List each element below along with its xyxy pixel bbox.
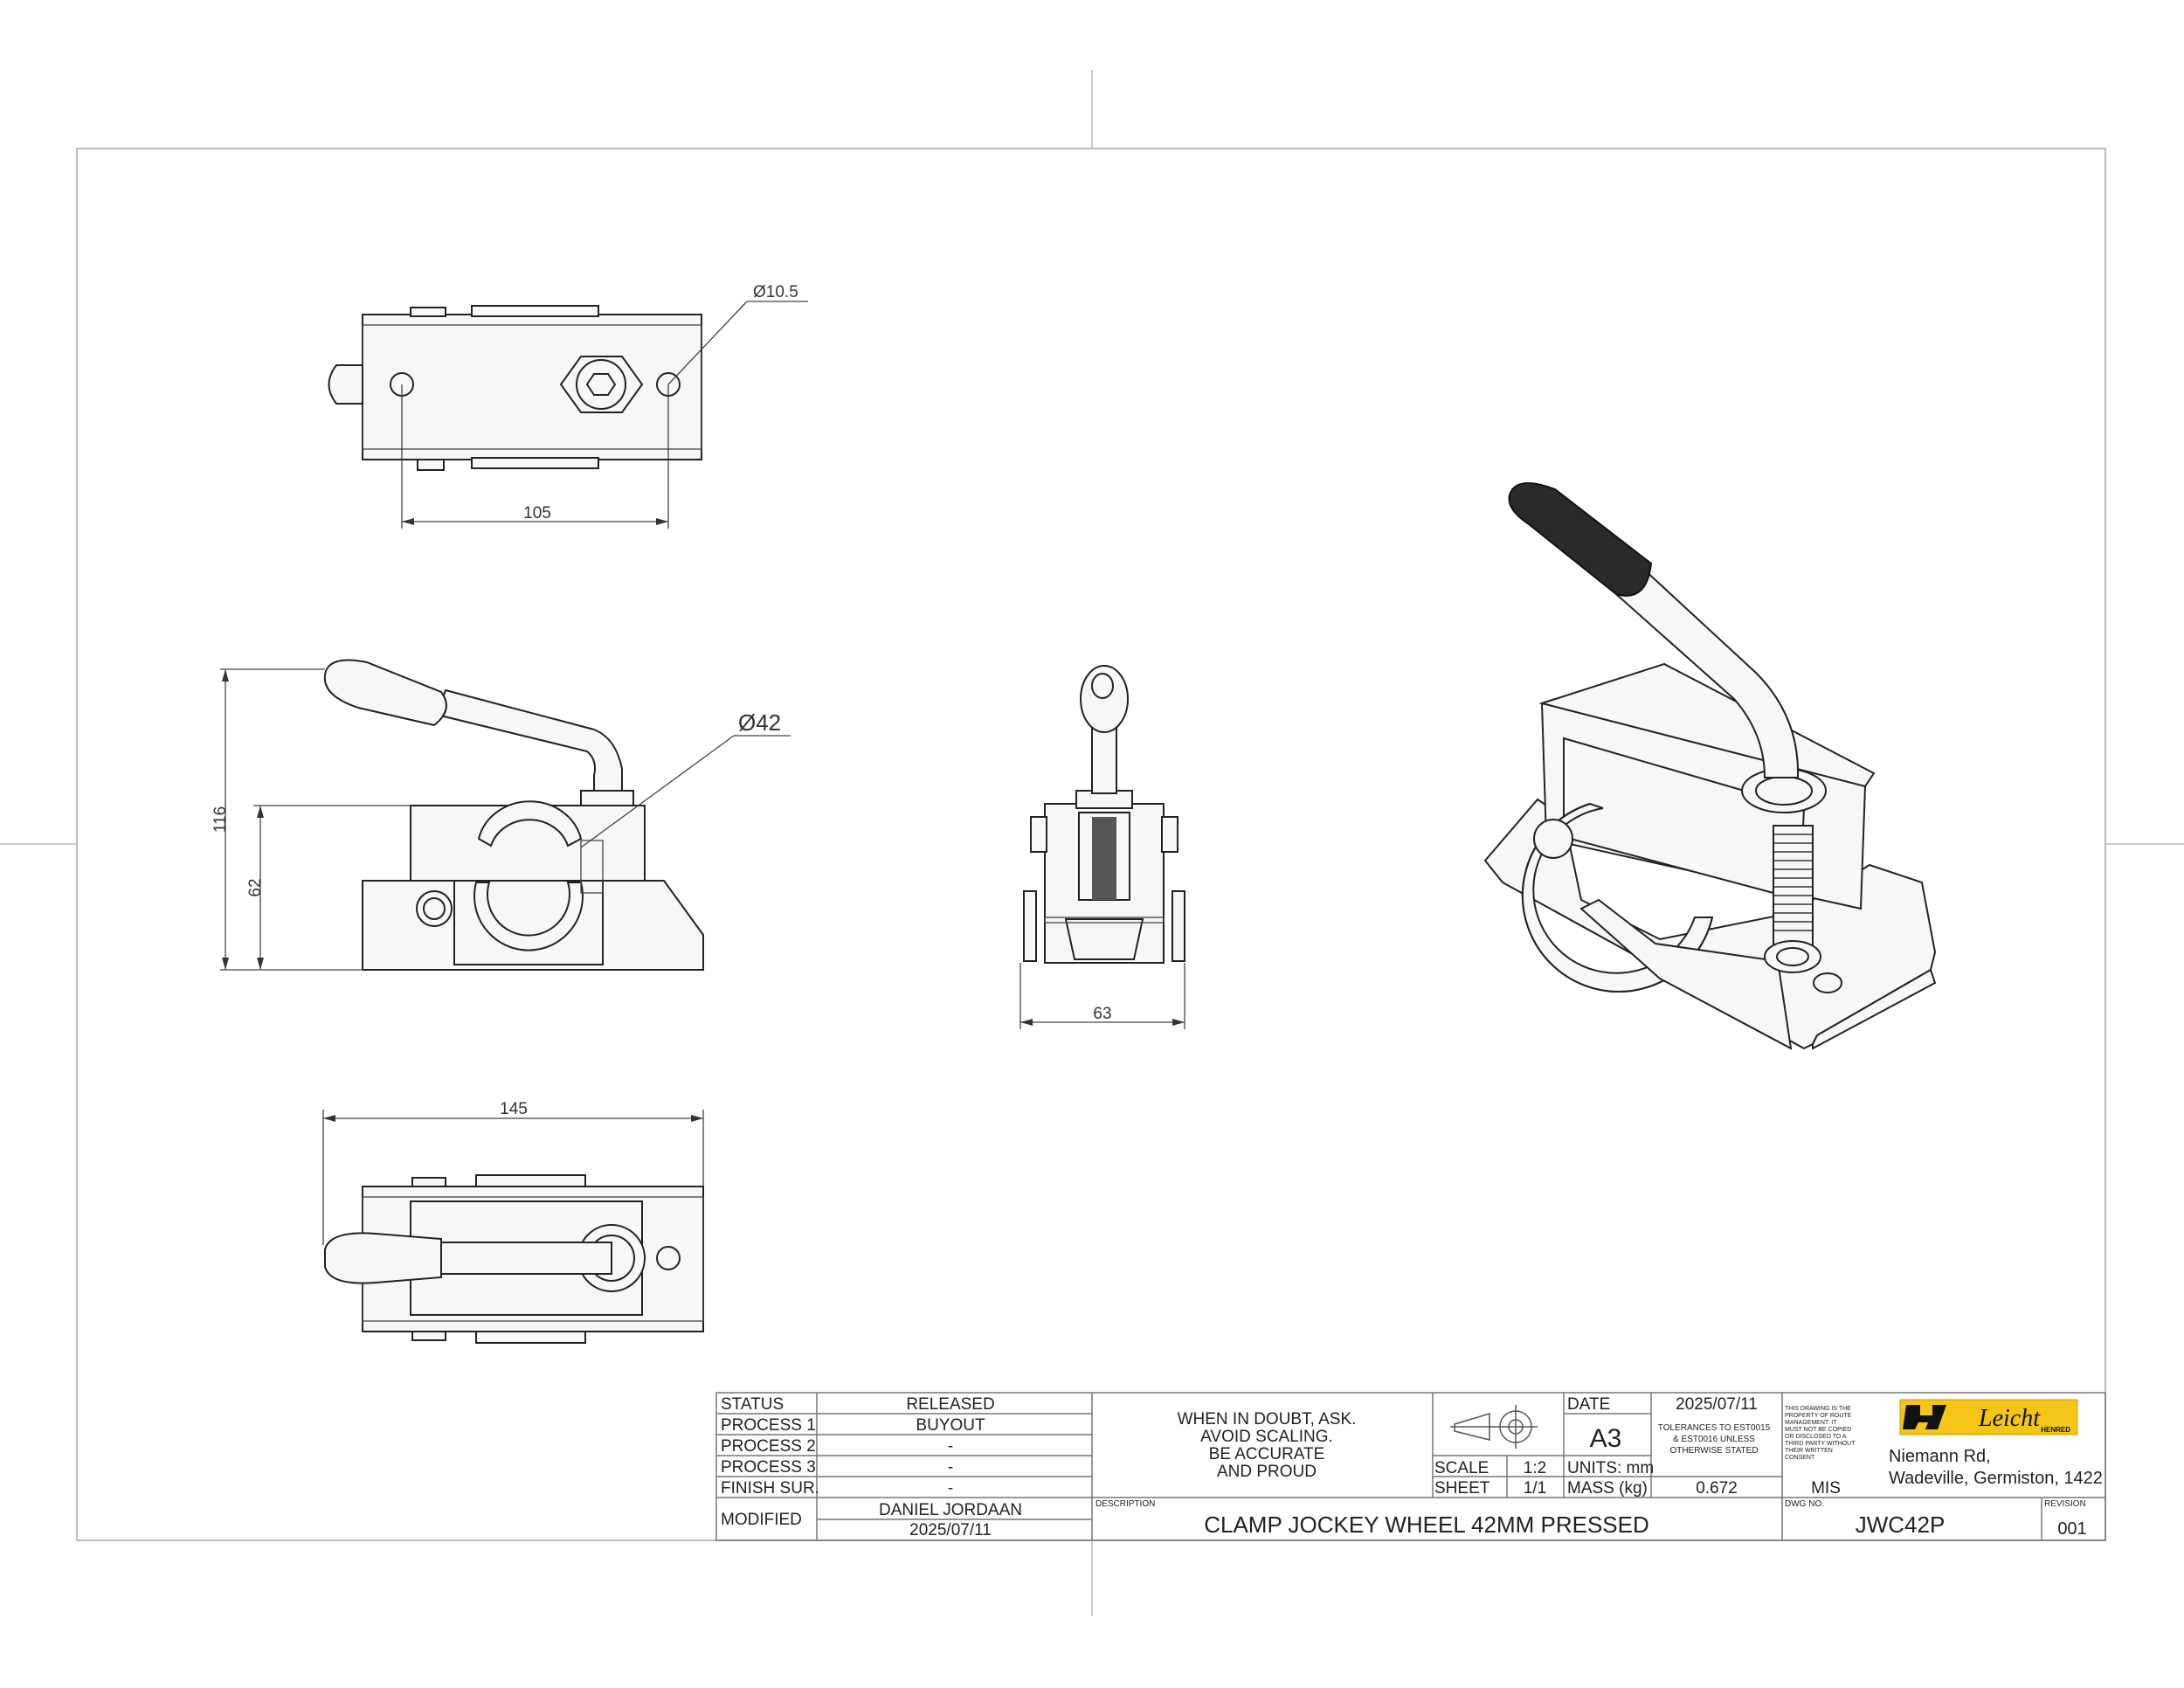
process3-label: PROCESS 3 <box>721 1458 816 1477</box>
company-logo: Leicht HENRED <box>1899 1399 2078 1435</box>
sheet-size: A3 <box>1590 1424 1622 1453</box>
address-line-2: Wadeville, Germiston, 1422 <box>1889 1469 2103 1488</box>
mass-label: MASS (kg) <box>1567 1479 1648 1498</box>
property-line-7: THEIR WRITTEN <box>1785 1448 1833 1454</box>
date-value: 2025/07/11 <box>1676 1395 1758 1414</box>
notice-line-4: AND PROUD <box>1217 1463 1317 1481</box>
svg-text:HENRED: HENRED <box>2041 1426 2070 1434</box>
dim-overall-length: 145 <box>500 1100 528 1118</box>
address-line-1: Niemann Rd, <box>1889 1447 1991 1466</box>
process2-value: - <box>948 1437 953 1456</box>
title-block-text: STATUS RELEASED PROCESS 1 BUYOUT PROCESS… <box>721 1395 2103 1539</box>
description-label: DESCRIPTION <box>1095 1499 1155 1509</box>
title-block <box>715 1392 2106 1541</box>
property-line-2: PROPERTY OF ROUTE <box>1785 1413 1852 1419</box>
top-view <box>328 305 702 471</box>
front-view-dimensions: 63 <box>1019 963 1185 1029</box>
dim-hole-diameter: Ø10.5 <box>753 283 798 301</box>
bottom-view <box>324 1174 704 1344</box>
dim-base-height: 62 <box>246 878 265 896</box>
front-view <box>1023 665 1185 964</box>
sheet-label: SHEET <box>1434 1479 1490 1498</box>
dim-hole-spacing: 105 <box>523 504 551 522</box>
description: CLAMP JOCKEY WHEEL 42MM PRESSED <box>1204 1512 1649 1538</box>
status-value: RELEASED <box>906 1395 994 1414</box>
status-label: STATUS <box>721 1395 784 1414</box>
property-line-4: MUST NOT BE COPIED <box>1785 1427 1851 1433</box>
tolerance-line-1: TOLERANCES TO EST0015 <box>1658 1423 1771 1433</box>
top-view-dimensions: 105 Ø10.5 <box>401 283 808 529</box>
revision: 001 <box>2057 1519 2086 1539</box>
process2-label: PROCESS 2 <box>721 1437 816 1456</box>
notice-line-3: BE ACCURATE <box>1209 1445 1325 1463</box>
sheet-value: 1/1 <box>1524 1479 1546 1498</box>
units-label: UNITS: mm <box>1567 1459 1654 1477</box>
property-line-1: THIS DRAWING IS THE <box>1785 1406 1851 1412</box>
mass-value: 0.672 <box>1696 1479 1738 1498</box>
modified-date: 2025/07/11 <box>909 1521 992 1539</box>
projection-symbol <box>1450 1405 1538 1449</box>
finish-label: FINISH SUR. <box>721 1479 819 1498</box>
svg-text:Leicht: Leicht <box>1978 1405 2041 1432</box>
modified-label: MODIFIED <box>721 1511 802 1529</box>
property-line-8: CONSENT <box>1785 1455 1815 1461</box>
process3-value: - <box>948 1458 953 1477</box>
process1-value: BUYOUT <box>916 1416 985 1435</box>
drawn-by: MIS <box>1811 1479 1841 1498</box>
notice-line-2: AVOID SCALING. <box>1200 1428 1333 1446</box>
process1-label: PROCESS 1 <box>721 1416 816 1435</box>
scale-label: SCALE <box>1434 1459 1489 1477</box>
property-line-3: MANAGEMENT. IT <box>1785 1420 1837 1426</box>
tolerance-line-3: OTHERWISE STATED <box>1669 1446 1758 1456</box>
finish-value: - <box>948 1479 953 1498</box>
dim-front-width: 63 <box>1093 1005 1111 1023</box>
dwg-no-label: DWG NO. <box>1785 1499 1824 1509</box>
dim-bore-diameter: Ø42 <box>738 709 781 736</box>
tolerance-line-2: & EST0016 UNLESS <box>1673 1435 1755 1444</box>
dwg-no: JWC42P <box>1856 1512 1946 1538</box>
handle-grip <box>1508 482 1653 597</box>
scale-value: 1:2 <box>1524 1459 1546 1477</box>
modified-by: DANIEL JORDAAN <box>879 1501 1022 1519</box>
property-line-6: THIRD PARTY WITHOUT <box>1785 1441 1856 1447</box>
isometric-view <box>1483 482 1937 1050</box>
notice-line-1: WHEN IN DOUBT, ASK. <box>1178 1410 1357 1429</box>
revision-label: REVISION <box>2044 1499 2086 1509</box>
dim-overall-height: 116 <box>211 806 230 833</box>
side-view <box>323 659 704 971</box>
property-line-5: OR DISCLOSED TO A <box>1785 1434 1847 1440</box>
date-label: DATE <box>1567 1395 1610 1414</box>
bottom-view-dimensions: 145 <box>322 1100 704 1245</box>
side-view-dimensions: 116 62 Ø42 <box>211 668 791 971</box>
